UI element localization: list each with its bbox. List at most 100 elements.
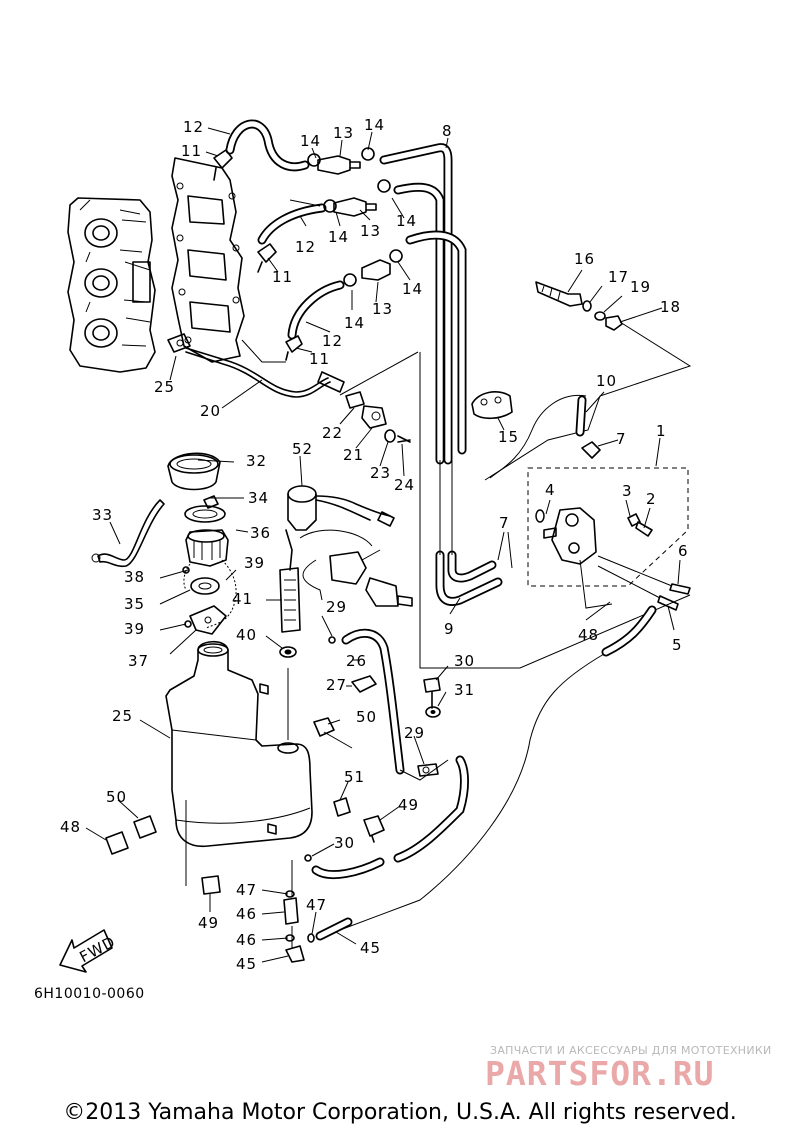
- fuel-hose-8: [379, 143, 467, 465]
- callout-12-middle: 12: [295, 238, 316, 256]
- plug-49-upper: [313, 717, 353, 749]
- intake-manifold: [171, 157, 286, 363]
- callout-24: 24: [394, 476, 415, 494]
- fwd-label: FWD: [77, 932, 119, 966]
- connector-27-hose: [341, 628, 449, 781]
- callout-20: 20: [200, 402, 221, 420]
- callout-14-e: 14: [402, 280, 423, 298]
- callout-2: 2: [646, 490, 657, 508]
- copyright-notice: ©2013 Yamaha Motor Corporation, U.S.A. A…: [63, 1100, 737, 1125]
- callout-16: 16: [574, 250, 595, 268]
- band-34: [91, 499, 165, 568]
- callout-12-bottom: 12: [322, 332, 343, 350]
- hose-clips-14: [307, 147, 403, 287]
- callout-14-f: 14: [344, 314, 365, 332]
- callout-42: 41: [232, 590, 253, 608]
- clips-30: [304, 636, 336, 862]
- callout-23: 23: [370, 464, 391, 482]
- clip-29: [417, 763, 439, 777]
- nipple-11-top: [213, 149, 233, 181]
- callout-47-bottom: 47: [306, 896, 327, 914]
- grommet-32: [425, 706, 441, 718]
- callout-13-top: 13: [333, 124, 354, 142]
- callout-41: 40: [236, 626, 257, 644]
- callout-30-bottom: 30: [334, 834, 355, 852]
- callout-1: 1: [656, 422, 667, 440]
- callout-30-top: 29: [326, 598, 347, 616]
- fwd-arrow-icon: [59, 929, 113, 973]
- filler-neck-37: [185, 529, 229, 567]
- o-ring-17: [582, 300, 592, 312]
- callout-14-b: 14: [364, 116, 385, 134]
- callout-15: 15: [498, 428, 519, 446]
- filler-cap-33: [167, 452, 221, 491]
- callout-40: 39: [244, 554, 265, 572]
- callout-7-bottom: 7: [499, 514, 510, 532]
- callout-46-top: 47: [236, 881, 257, 899]
- callout-35: 34: [248, 489, 269, 507]
- callout-10: 10: [596, 372, 617, 390]
- callout-37: 36: [250, 524, 271, 542]
- callout-19: 19: [630, 278, 651, 296]
- callout-44: 46: [236, 905, 257, 923]
- callout-17: 17: [608, 268, 629, 286]
- plug-48-right: [363, 815, 385, 843]
- check-valve-13-top: [317, 155, 361, 175]
- callout-46-bottom: 46: [236, 931, 257, 949]
- callout-3: 3: [622, 482, 633, 500]
- callout-36: 35: [124, 595, 145, 613]
- callout-49-lower: 49: [198, 914, 219, 932]
- bolt-31: [423, 677, 441, 709]
- cap-18: [605, 315, 623, 331]
- chain-40: [183, 559, 237, 629]
- grommet-50-left: [133, 815, 157, 839]
- check-valve-13-middle: [333, 197, 377, 217]
- foam-42: [279, 567, 301, 633]
- callout-7-top: 7: [616, 430, 627, 448]
- fuel-hose-10: [489, 394, 587, 479]
- joint-21: [361, 405, 387, 429]
- washer-23: [384, 429, 396, 443]
- callout-14-c: 14: [328, 228, 349, 246]
- hose-to-43: [311, 755, 469, 880]
- washer-19: [594, 311, 606, 321]
- callout-4: 4: [545, 481, 556, 499]
- callout-13-bottom: 13: [372, 300, 393, 318]
- hose-10-leader: [484, 321, 692, 481]
- callout-28: 27: [326, 676, 347, 694]
- callout-48-right: 49: [398, 796, 419, 814]
- callout-21: 21: [343, 446, 364, 464]
- fuel-hose-12-bottom: [287, 280, 345, 340]
- fuel-level-sensor-51: [285, 485, 395, 571]
- callout-14-d: 14: [396, 212, 417, 230]
- nut-22: [345, 391, 365, 409]
- callout-numbers: 12 11 14 13 14 8 12 14 13 14 11 14 13 14…: [60, 116, 688, 973]
- callout-22: 22: [322, 424, 343, 442]
- engine-block: [67, 197, 156, 373]
- fuel-hose-9: [435, 460, 503, 606]
- callout-31: 30: [454, 652, 475, 670]
- callout-12-top: 12: [183, 118, 204, 136]
- sensor-connector-52: [299, 529, 413, 607]
- hose-44: [283, 897, 299, 925]
- callout-45: 45: [236, 955, 257, 973]
- callout-49-upper: 50: [356, 708, 377, 726]
- callout-50-right: 51: [344, 768, 365, 786]
- diagram-code: 6H10010-0060: [34, 986, 145, 1002]
- callout-5: 5: [672, 636, 683, 654]
- assembly-lead-line: [339, 351, 691, 669]
- callout-26: 25: [112, 707, 133, 725]
- gasket-35: [184, 495, 226, 523]
- fuel-hose-to-43: [339, 559, 657, 931]
- callout-11-top: 11: [181, 142, 202, 160]
- callout-50-left: 50: [106, 788, 127, 806]
- plate-38: [189, 605, 227, 635]
- fuel-pump-assembly-box: [527, 441, 689, 587]
- fuel-pipe-20: [185, 347, 345, 398]
- callout-43: 45: [360, 939, 381, 957]
- hose-43: [315, 917, 353, 941]
- callout-39-top: 38: [124, 568, 145, 586]
- fuel-hose-12-middle: [257, 203, 327, 245]
- callout-leader-lines: [85, 127, 681, 963]
